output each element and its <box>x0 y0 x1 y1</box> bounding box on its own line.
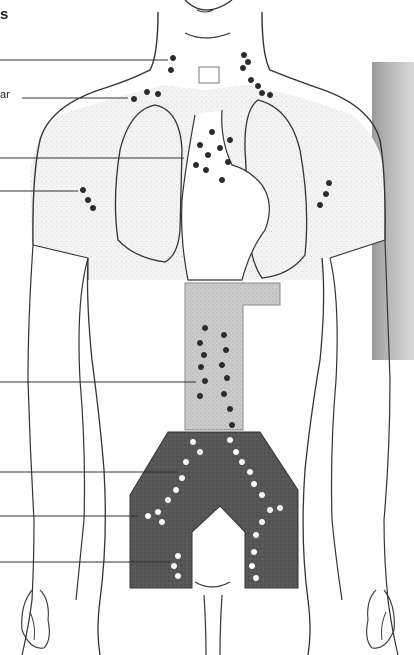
right-hand <box>367 590 395 648</box>
groin-curve <box>195 582 230 587</box>
thyroid-box <box>199 67 219 83</box>
supraclavicular-label-fragment: ar <box>0 89 10 101</box>
right-torso-outline <box>303 258 324 655</box>
neck-outline <box>105 12 158 88</box>
left-arm-outline-inner <box>76 258 88 600</box>
left-torso-outline <box>88 258 106 655</box>
heading-label-fragment: s <box>0 6 8 23</box>
left-arm-outline-outer <box>22 245 34 655</box>
chin-outline <box>185 0 232 10</box>
right-arm-outline-inner <box>330 258 342 600</box>
